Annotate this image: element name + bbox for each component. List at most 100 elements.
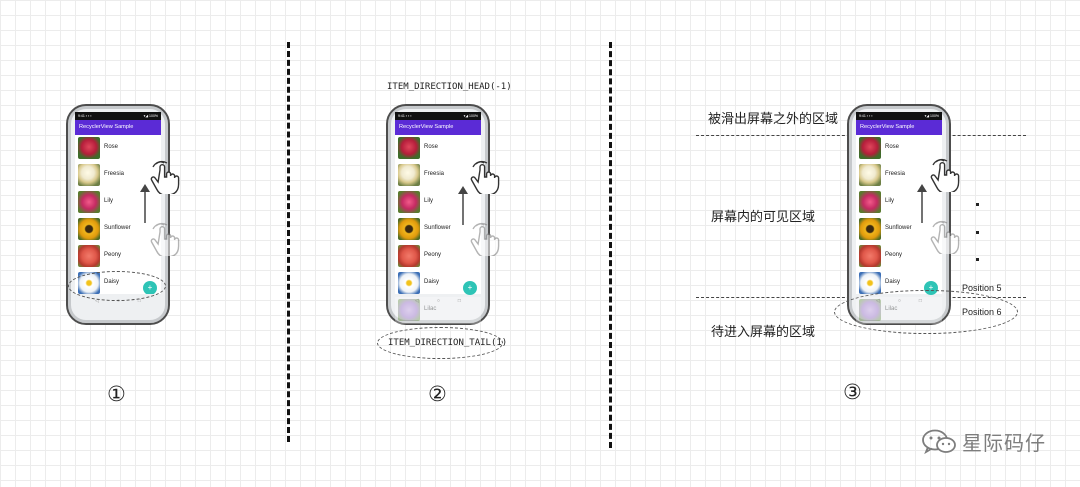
hand-pointer-icon	[930, 158, 960, 192]
item-label: Freesia	[424, 171, 445, 177]
item-label: Lily	[104, 198, 114, 204]
position-6-ellipse	[834, 290, 1018, 334]
phone-mockup-2: 9:41 ▪ ▪ ▪▾◢ 100% RecyclerView Sample Ro…	[386, 104, 490, 325]
step-number-3: ③	[843, 380, 862, 404]
arrow-up-icon	[458, 186, 468, 225]
watermark: 星际码仔	[922, 427, 1046, 456]
nav-bar: ◁ ○ □	[395, 296, 481, 306]
flower-thumbnail	[398, 218, 420, 240]
flower-thumbnail	[398, 137, 420, 159]
back-icon[interactable]: ◁	[95, 298, 99, 304]
home-icon[interactable]: ○	[116, 298, 120, 304]
list-item[interactable]: Lily	[75, 189, 161, 216]
flower-thumbnail	[859, 137, 881, 159]
back-icon[interactable]: ◁	[415, 298, 419, 304]
step-number-1: ①	[107, 382, 126, 406]
list-item-offscreen: Lilac	[395, 297, 481, 324]
item-label: Peony	[885, 252, 903, 258]
list-item[interactable]: Freesia	[856, 162, 942, 189]
ellipsis-dot	[976, 203, 979, 206]
item-label: Peony	[104, 252, 122, 258]
visible-area-label: 屏幕内的可见区域	[711, 210, 816, 225]
hand-pointer-icon	[470, 160, 500, 194]
position-5-label: Position 5	[962, 283, 1002, 293]
list-item[interactable]: Freesia	[75, 162, 161, 189]
nav-bar: ◁ ○ □	[75, 296, 161, 306]
flower-thumbnail	[78, 245, 100, 267]
to-enter-area-label: 待进入屏幕的区域	[711, 325, 816, 340]
app-bar-title: RecyclerView Sample	[75, 120, 161, 135]
item-label: Lily	[885, 198, 895, 204]
hand-pointer-icon	[150, 222, 180, 256]
item-label: Lily	[424, 198, 434, 204]
hand-pointer-icon	[930, 220, 960, 254]
item-label: Freesia	[885, 171, 906, 177]
flower-thumbnail	[859, 191, 881, 213]
item-label: Sunflower	[885, 225, 912, 231]
recents-icon[interactable]: □	[457, 298, 461, 304]
list-item[interactable]: Rose	[856, 135, 942, 162]
item-label: Peony	[424, 252, 442, 258]
ellipsis-dot	[976, 258, 979, 261]
flower-thumbnail	[859, 218, 881, 240]
arrow-up-icon	[140, 184, 150, 223]
flower-thumbnail	[78, 164, 100, 186]
hand-pointer-icon	[150, 160, 180, 194]
tail-highlight-ellipse	[377, 327, 503, 359]
direction-head-label: ITEM_DIRECTION_HEAD(-1)	[387, 82, 512, 92]
wechat-logo-icon	[922, 429, 956, 454]
list-item[interactable]: Sunflower	[395, 216, 481, 243]
flower-thumbnail	[398, 191, 420, 213]
flower-thumbnail	[78, 218, 100, 240]
flower-thumbnail	[398, 164, 420, 186]
scrolled-out-area-label: 被滑出屏幕之外的区域	[708, 112, 839, 127]
flower-thumbnail	[859, 164, 881, 186]
list-item[interactable]: Peony	[75, 243, 161, 270]
item-label: Sunflower	[424, 225, 451, 231]
list-item[interactable]: Sunflower	[75, 216, 161, 243]
phone-mockup-3: 9:41 ▪ ▪ ▪▾◢ 100% RecyclerView Sample Ro…	[847, 104, 951, 325]
watermark-text: 星际码仔	[962, 431, 1046, 455]
position-6-label: Position 6	[962, 307, 1002, 317]
list-item[interactable]: Rose	[395, 135, 481, 162]
item-label: Sunflower	[104, 225, 131, 231]
flower-thumbnail	[398, 245, 420, 267]
item-label: Rose	[885, 144, 900, 150]
separator-1	[287, 42, 290, 442]
list-item[interactable]: Daisy +	[395, 270, 481, 297]
step-number-2: ②	[428, 382, 447, 406]
list-item[interactable]: Peony	[856, 243, 942, 270]
phone-screen-3: 9:41 ▪ ▪ ▪▾◢ 100% RecyclerView Sample Ro…	[856, 112, 942, 324]
item-label: Rose	[104, 144, 119, 150]
arrow-up-icon	[917, 184, 927, 223]
daisy-highlight-ellipse	[68, 271, 166, 301]
home-icon[interactable]: ○	[436, 298, 440, 304]
phone-screen-2: 9:41 ▪ ▪ ▪▾◢ 100% RecyclerView Sample Ro…	[395, 112, 481, 324]
separator-2	[609, 42, 612, 448]
list-item[interactable]: Peony	[395, 243, 481, 270]
flower-thumbnail	[398, 272, 420, 294]
flower-thumbnail	[859, 245, 881, 267]
item-label: Rose	[424, 144, 439, 150]
item-label: Lilac	[424, 306, 437, 312]
list-item[interactable]: Sunflower	[856, 216, 942, 243]
list-item[interactable]: Rose	[75, 135, 161, 162]
item-label: Daisy	[424, 279, 440, 285]
item-label: Freesia	[104, 171, 125, 177]
status-bar: 9:41 ▪ ▪ ▪▾◢ 100%	[856, 112, 942, 120]
list-item[interactable]: Lily	[395, 189, 481, 216]
hand-pointer-icon	[470, 222, 500, 256]
flower-thumbnail	[78, 137, 100, 159]
ellipsis-dot	[976, 231, 979, 234]
list-item[interactable]: Lily	[856, 189, 942, 216]
app-bar-title: RecyclerView Sample	[856, 120, 942, 135]
flower-thumbnail	[78, 191, 100, 213]
list-item[interactable]: Freesia	[395, 162, 481, 189]
app-bar-title: RecyclerView Sample	[395, 120, 481, 135]
status-bar: 9:41 ▪ ▪ ▪▾◢ 100%	[75, 112, 161, 120]
recents-icon[interactable]: □	[137, 298, 141, 304]
direction-tail-label: ITEM_DIRECTION_TAIL(1)	[388, 338, 508, 348]
flower-thumbnail	[859, 272, 881, 294]
fab-add-button[interactable]: +	[463, 281, 477, 295]
status-bar: 9:41 ▪ ▪ ▪▾◢ 100%	[395, 112, 481, 120]
